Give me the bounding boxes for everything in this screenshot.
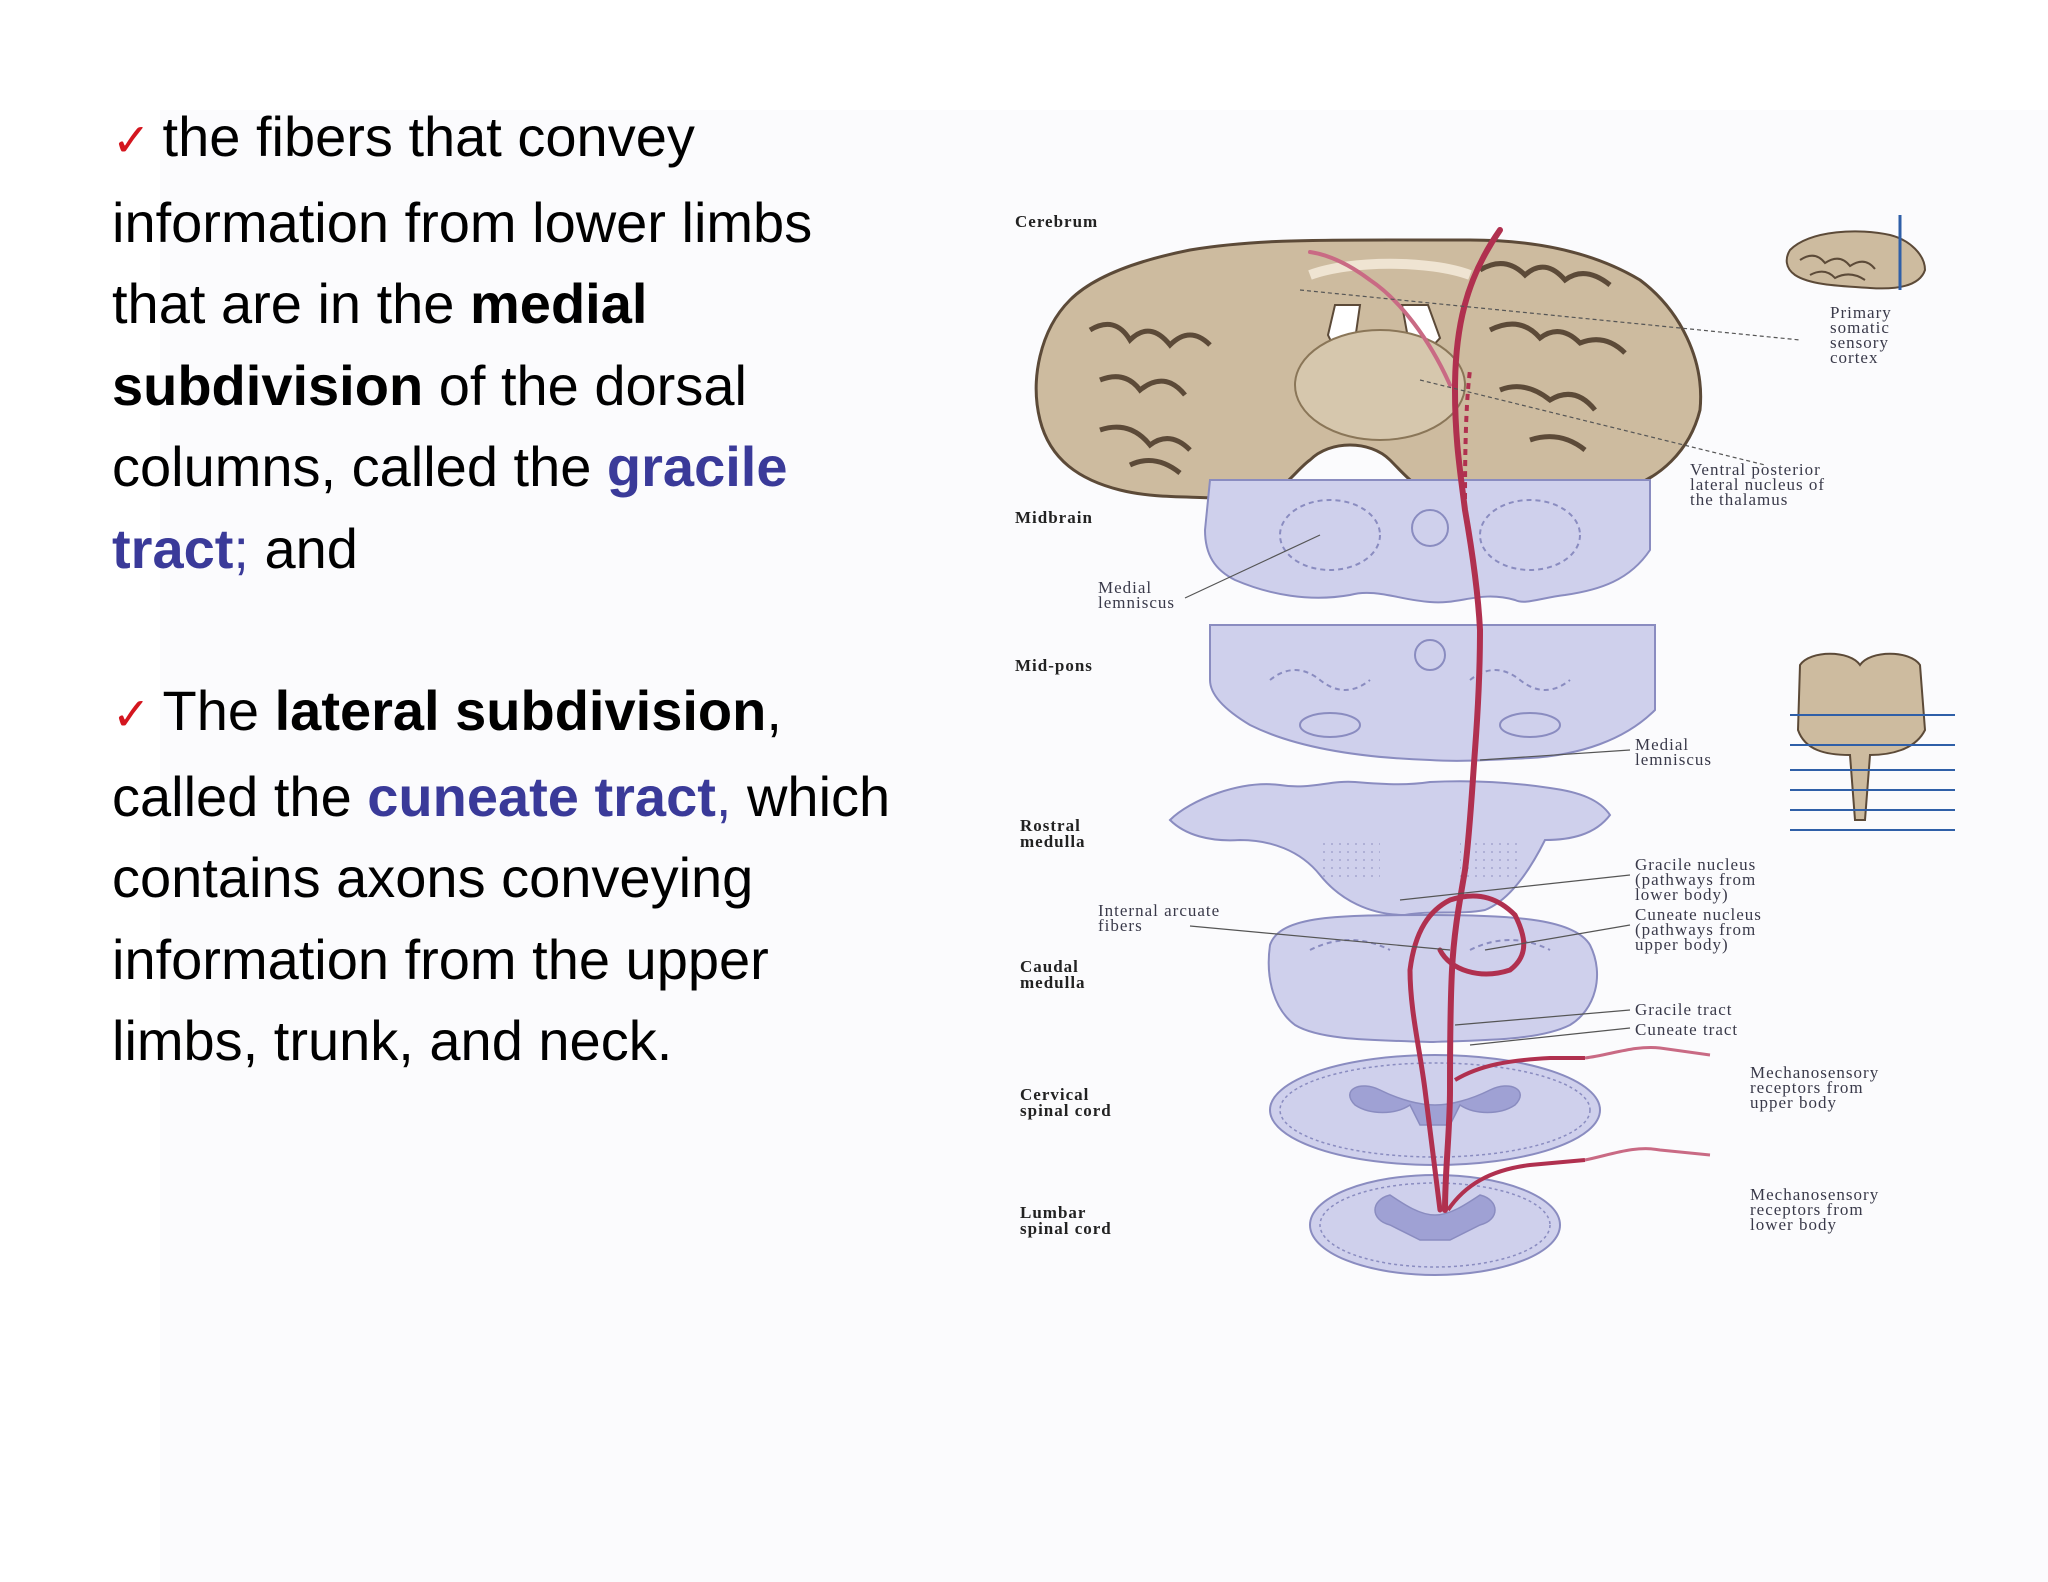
callout-text: the thalamus: [1690, 490, 1788, 509]
bullet-text: and: [248, 516, 358, 580]
callout-vpl-thalamus: Ventral posterior lateral nucleus of the…: [1690, 460, 1825, 509]
label-cerebrum: Cerebrum: [1015, 212, 1098, 231]
leader-lines: [1184, 289, 1801, 1046]
callout-mechanoreceptors-upper: Mechanosensory receptors from upper body: [1750, 1063, 1879, 1112]
dorsal-column-pathway-figure: Cerebrum Midbrain Mid-pons Rostral medul…: [1010, 210, 1960, 1280]
bullet-gracile: ✓the fibers that convey information from…: [112, 96, 912, 589]
caudal-medulla-section: [1267, 913, 1599, 1044]
callout-text: upper body): [1635, 935, 1729, 954]
label-midbrain: Midbrain: [1015, 508, 1093, 527]
bold-term: medial subdivision: [112, 272, 648, 417]
midbrain-section: [1203, 479, 1651, 604]
callout-text: Internal arcuate: [1098, 901, 1220, 920]
label-rostral-medulla: medulla: [1020, 832, 1086, 851]
label-lumbar-cord: spinal cord: [1020, 1219, 1112, 1238]
callout-text: Medial: [1098, 578, 1152, 597]
label-cervical-cord: Cervical: [1020, 1085, 1089, 1104]
bullet-text: , called the: [112, 679, 782, 828]
callout-text: upper body: [1750, 1093, 1837, 1112]
callout-text: lower body): [1635, 885, 1729, 904]
label-cervical-cord: spinal cord: [1020, 1101, 1112, 1120]
callout-text: somatic: [1830, 318, 1890, 337]
callout-text: (pathways from: [1635, 870, 1756, 889]
cerebrum-section: [1034, 238, 1703, 504]
bullet-text: which contains axons conveying informati…: [112, 764, 891, 1073]
callout-mechanoreceptors-lower: Mechanosensory receptors from lower body: [1750, 1185, 1879, 1234]
highlight-punct: ;: [233, 516, 249, 580]
callout-text: fibers: [1098, 916, 1143, 935]
highlight-term: cuneate tract: [367, 764, 716, 828]
bold-term: lateral subdivision: [274, 679, 767, 742]
callout-text: Primary: [1830, 303, 1892, 322]
label-mid-pons: Mid-pons: [1015, 656, 1093, 675]
callout-text: receptors from: [1750, 1078, 1864, 1097]
pons-section: [1209, 624, 1656, 762]
label-lumbar-cord: Lumbar: [1020, 1203, 1086, 1222]
brainstem-inset: [1790, 652, 1955, 831]
label-caudal-medulla: Caudal: [1020, 957, 1079, 976]
callout-medial-lemniscus-pons: Medial lemniscus: [1635, 735, 1712, 769]
callout-text: Mechanosensory: [1750, 1185, 1879, 1204]
callout-text: Mechanosensory: [1750, 1063, 1879, 1082]
callout-text: cortex: [1830, 348, 1878, 367]
callout-internal-arcuate: Internal arcuate fibers: [1098, 901, 1220, 935]
callout-primary-cortex: Primary somatic sensory cortex: [1830, 303, 1892, 367]
callout-text: Ventral posterior: [1690, 460, 1821, 479]
callout-text: lemniscus: [1635, 750, 1712, 769]
lumbar-cord-section: [1309, 1174, 1561, 1276]
bullet-cuneate: ✓The lateral subdivision, called the cun…: [112, 670, 912, 1082]
callout-text: Cuneate nucleus: [1635, 905, 1762, 924]
rostral-medulla-section: [1168, 780, 1612, 917]
callout-cuneate-tract: Cuneate tract: [1635, 1020, 1738, 1039]
callout-gracile-tract: Gracile tract: [1635, 1000, 1732, 1019]
label-rostral-medulla: Rostral: [1020, 816, 1081, 835]
callout-text: Medial: [1635, 735, 1689, 754]
callout-text: Gracile nucleus: [1635, 855, 1756, 874]
callout-cuneate-nucleus: Cuneate nucleus (pathways from upper bod…: [1635, 905, 1762, 954]
callout-text: lower body: [1750, 1215, 1837, 1234]
callout-text: lemniscus: [1098, 593, 1175, 612]
brain-inset: [1785, 215, 1927, 290]
slide-text-column: ✓the fibers that convey information from…: [112, 96, 912, 1082]
callout-text: (pathways from: [1635, 920, 1756, 939]
bullet-text: The: [162, 679, 275, 742]
callout-medial-lemniscus-midbrain: Medial lemniscus: [1098, 578, 1175, 612]
callout-gracile-nucleus: Gracile nucleus (pathways from lower bod…: [1635, 855, 1756, 904]
callout-text: sensory: [1830, 333, 1889, 352]
callout-text: lateral nucleus of: [1690, 475, 1825, 494]
label-caudal-medulla: medulla: [1020, 973, 1086, 992]
checkmark-icon: ✓: [112, 687, 151, 741]
tract-pathway: [1308, 227, 1711, 1213]
bullet-text: of the dorsal columns, called the: [112, 353, 747, 499]
highlight-term: gracile tract: [112, 435, 788, 580]
cervical-cord-section: [1269, 1054, 1601, 1166]
callout-text: receptors from: [1750, 1200, 1864, 1219]
bullet-text: the fibers that convey information from …: [112, 105, 813, 335]
checkmark-icon: ✓: [112, 113, 151, 167]
highlight-punct: ,: [715, 764, 732, 828]
pathway-diagram: Cerebrum Midbrain Mid-pons Rostral medul…: [1015, 212, 1955, 1276]
